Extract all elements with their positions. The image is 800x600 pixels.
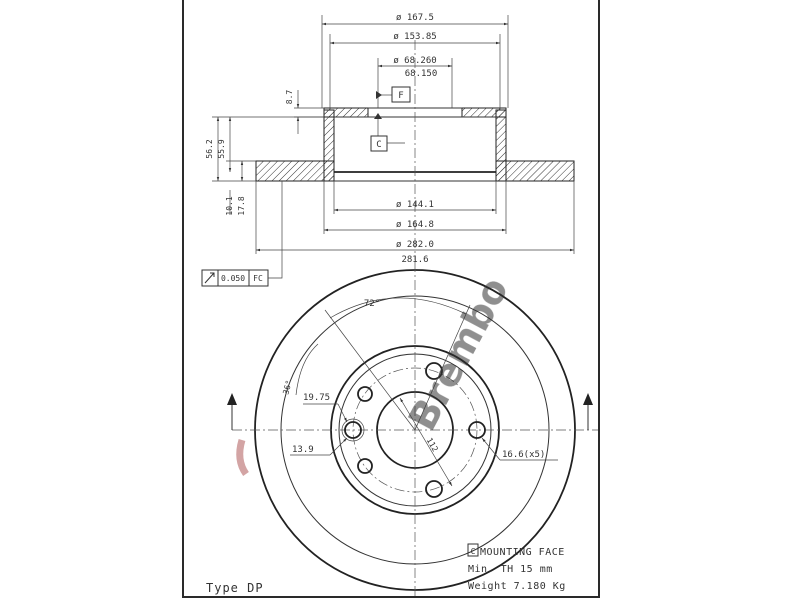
dim-56-2: 56.2 [205,139,214,158]
angle-arc-72 [329,297,467,319]
angle-72-label: 72° [364,299,380,309]
datum-c-box [370,135,388,152]
watermark-swoosh-icon [236,438,249,477]
bolt-hole-1 [341,418,365,442]
legend-min-th: Min. TH 15 mm [468,564,553,575]
dim-17-8: 17.8 [237,196,246,215]
braking-ring-left [255,160,335,182]
legend-mark-box [467,543,479,557]
dim-282-0: ø 282.0 [396,240,434,250]
runout-symbol-icon [204,272,215,284]
tolerance-ref: FC [253,274,263,283]
angle-36-label: 36° [281,379,293,395]
hub-flange-right [461,107,507,118]
runout-arrow-icon [210,272,215,277]
datum-f-arrow [376,91,382,99]
datum-c-label: C [376,140,381,150]
type-label: Type DP [206,581,264,595]
datum-c-arrow [374,113,382,119]
braking-ring-right [495,160,575,182]
angle-ray-left [324,309,416,431]
dim-line-112 [399,397,453,487]
tolerance-leader [268,181,283,279]
datum-f-label: F [398,91,403,101]
section-view: ø 167.5 ø 153.85 ø 68.260 68.150 F C [201,13,575,287]
dim-10-1: 10.1 [225,196,234,215]
front-view: 72° 36° 112 19.75 13.9 16.6(x5) [227,262,598,598]
bolt-hole-circle [344,421,362,439]
dim-167-5: ø 167.5 [396,13,434,23]
hub-flange-left [323,107,369,118]
bolt-hole-5 [357,458,373,474]
legend-mounting-face: MOUNTING FACE [480,547,565,558]
bolt-hole-6 [468,421,486,439]
leader-19-75 [337,403,348,423]
bolt-hole-4 [357,386,373,402]
dim-68-150: 68.150 [405,69,438,79]
dim-68-260: ø 68.260 [393,56,436,66]
dim-281-6: 281.6 [401,255,428,265]
drawing-frame [182,0,600,598]
legend-mark: C [471,547,476,556]
dim-144-1: ø 144.1 [396,200,434,210]
datum-f-box [391,86,411,103]
bolt-hole-counter [341,418,365,442]
dim-19-75: 19.75 [303,393,330,403]
tolerance-value: 0.050 [221,274,245,283]
dim-112: 112 [425,436,440,453]
legend-weight: Weight 7.180 Kg [468,581,566,592]
leader-holes [481,437,501,461]
hub-wall-right [495,109,507,182]
bolt-hole-2 [425,362,443,380]
dim-13-9: 13.9 [292,445,314,455]
leader-13-9 [329,437,348,456]
angle-arc-36 [295,343,319,396]
dim-8-7: 8.7 [285,90,294,105]
dim-holes: 16.6(x5) [502,450,545,460]
dim-153-85: ø 153.85 [393,32,436,42]
section-arrow-left-icon [227,393,237,405]
section-arrow-right-icon [583,393,593,405]
dim-164-8: ø 164.8 [396,220,434,230]
legend-block: C MOUNTING FACE Min. TH 15 mm Weight 7.1… [467,543,566,592]
hub-wall-left [323,109,335,182]
dim-55-9: 55.9 [217,139,226,158]
